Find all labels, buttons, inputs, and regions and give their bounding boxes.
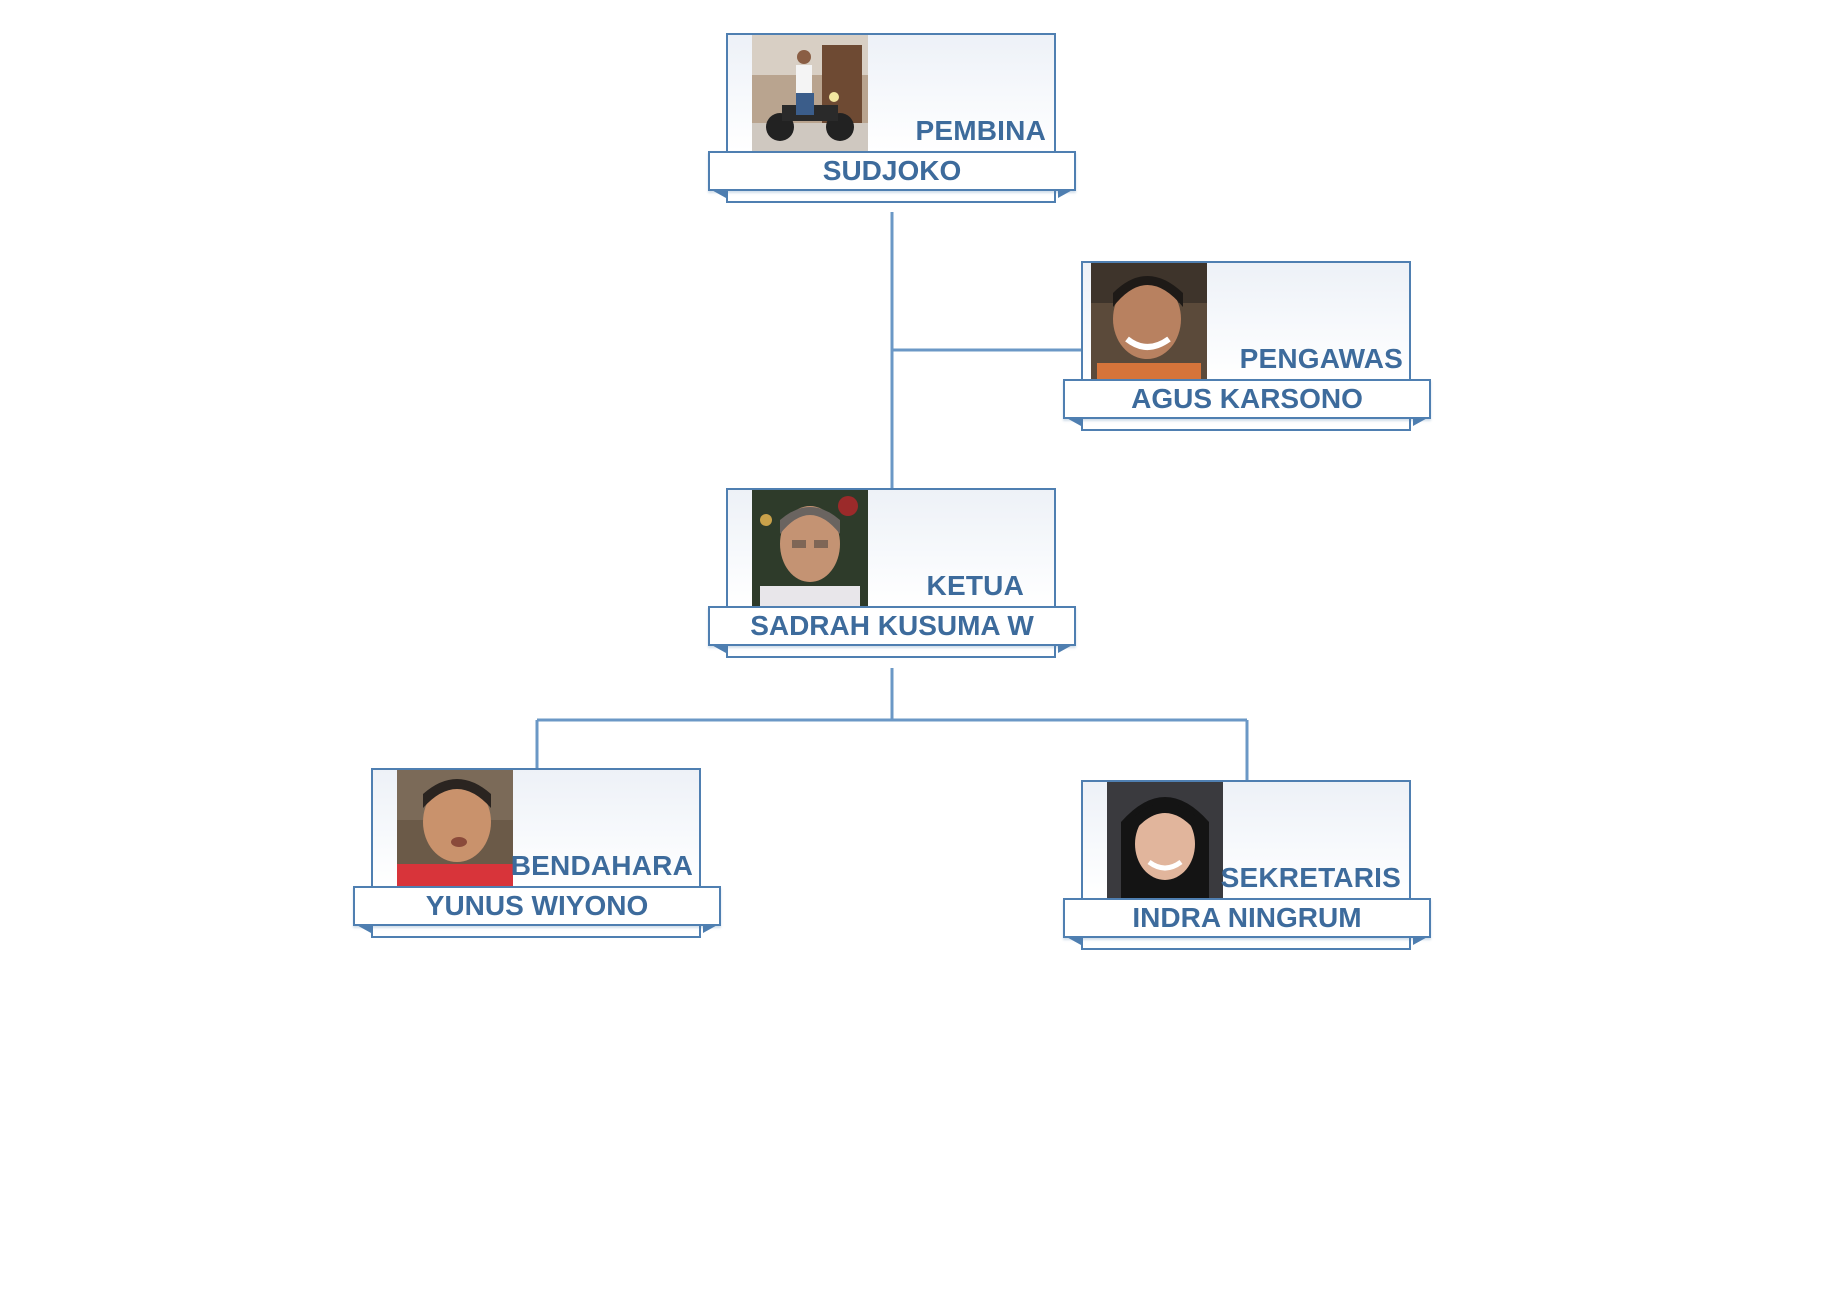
role-label: PEMBINA xyxy=(915,115,1046,146)
ribbon-fold xyxy=(1058,188,1076,198)
name-label: AGUS KARSONO xyxy=(1131,383,1363,414)
ribbon-fold xyxy=(1058,643,1076,653)
role-label: SEKRETARIS xyxy=(1220,862,1401,893)
name-ribbon: YUNUS WIYONO xyxy=(353,886,721,926)
name-label: INDRA NINGRUM xyxy=(1132,902,1362,933)
name-label: YUNUS WIYONO xyxy=(425,890,649,921)
node-sekretaris: SEKRETARIS INDRA NINGRUM xyxy=(1063,780,1431,960)
node-pembina: PEMBINA SUDJOKO xyxy=(708,33,1076,213)
node-ketua: KETUA SADRAH KUSUMA W xyxy=(708,488,1076,668)
name-label: SUDJOKO xyxy=(822,155,962,186)
ribbon-fold xyxy=(1063,935,1081,945)
ribbon-fold xyxy=(708,188,726,198)
node-pengawas: PENGAWAS AGUS KARSONO xyxy=(1063,261,1431,441)
photo-pengawas xyxy=(1091,263,1207,379)
name-label: SADRAH KUSUMA W xyxy=(750,610,1034,641)
ribbon-fold xyxy=(1413,935,1431,945)
man-in-red-shirt-photo-icon xyxy=(397,770,513,886)
photo-bendahara xyxy=(397,770,513,886)
name-ribbon: INDRA NINGRUM xyxy=(1063,898,1431,938)
man-portrait-photo-icon xyxy=(752,490,868,606)
role-label: KETUA xyxy=(926,570,1024,601)
role-label: BENDAHARA xyxy=(510,850,693,881)
photo-ketua xyxy=(752,490,868,606)
name-ribbon: AGUS KARSONO xyxy=(1063,379,1431,419)
role-label: PENGAWAS xyxy=(1239,343,1403,374)
name-ribbon: SUDJOKO xyxy=(708,151,1076,191)
ribbon-fold xyxy=(353,923,371,933)
ribbon-fold xyxy=(708,643,726,653)
ribbon-fold xyxy=(703,923,721,933)
photo-sekretaris xyxy=(1107,782,1223,898)
man-on-motorcycle-photo-icon xyxy=(752,35,868,151)
photo-pembina xyxy=(752,35,868,151)
smiling-man-portrait-photo-icon xyxy=(1091,263,1207,379)
smiling-woman-portrait-photo-icon xyxy=(1107,782,1223,898)
node-bendahara: BENDAHARA YUNUS WIYONO xyxy=(353,768,721,948)
name-ribbon: SADRAH KUSUMA W xyxy=(708,606,1076,646)
ribbon-fold xyxy=(1063,416,1081,426)
ribbon-fold xyxy=(1413,416,1431,426)
